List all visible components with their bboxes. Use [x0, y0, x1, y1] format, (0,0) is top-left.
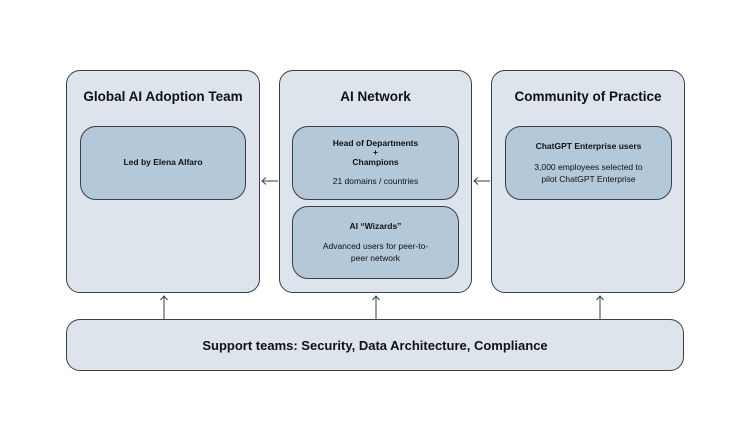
enterprise-users-title: ChatGPT Enterprise users [535, 141, 642, 151]
arrow-support-to-adoption [160, 295, 168, 319]
enterprise-users-subtitle-line1: 3,000 employees selected to [534, 162, 643, 173]
heads-title-line2: Champions [352, 157, 399, 168]
wizards-subtitle-line2: peer network [350, 252, 401, 263]
plus-sign: + [373, 147, 378, 158]
heads-champions-card: Head of Departments + Champions 21 domai… [292, 126, 459, 200]
wizards-subtitle-line1: Advanced users for peer-to- [322, 241, 429, 252]
adoption-team-panel: Global AI Adoption Team Led by Elena Alf… [66, 70, 260, 293]
ai-network-panel: AI Network Head of Departments + Champio… [279, 70, 472, 293]
support-teams-label: Support teams: Security, Data Architectu… [202, 337, 548, 353]
enterprise-users-card: ChatGPT Enterprise users 3,000 employees… [505, 126, 672, 200]
arrow-support-to-community [596, 295, 604, 319]
wizards-title: AI “Wizards” [349, 221, 402, 231]
community-title: Community of Practice [514, 89, 662, 104]
wizards-card: AI “Wizards” Advanced users for peer-to-… [292, 206, 459, 279]
led-by-label: Led by Elena Alfaro [123, 157, 203, 168]
heads-subtitle: 21 domains / countries [332, 176, 419, 187]
adoption-team-title: Global AI Adoption Team [83, 89, 243, 104]
arrow-network-to-adoption [261, 177, 278, 185]
support-teams-bar: Support teams: Security, Data Architectu… [66, 319, 684, 371]
arrow-community-to-network [473, 177, 490, 185]
community-panel: Community of Practice ChatGPT Enterprise… [491, 70, 685, 293]
arrow-support-to-network [372, 295, 380, 319]
ai-network-title: AI Network [340, 89, 411, 104]
heads-title-line1: Head of Departments [332, 138, 419, 149]
enterprise-users-subtitle-line2: pilot ChatGPT Enterprise [541, 173, 636, 184]
led-by-card: Led by Elena Alfaro [80, 126, 246, 200]
